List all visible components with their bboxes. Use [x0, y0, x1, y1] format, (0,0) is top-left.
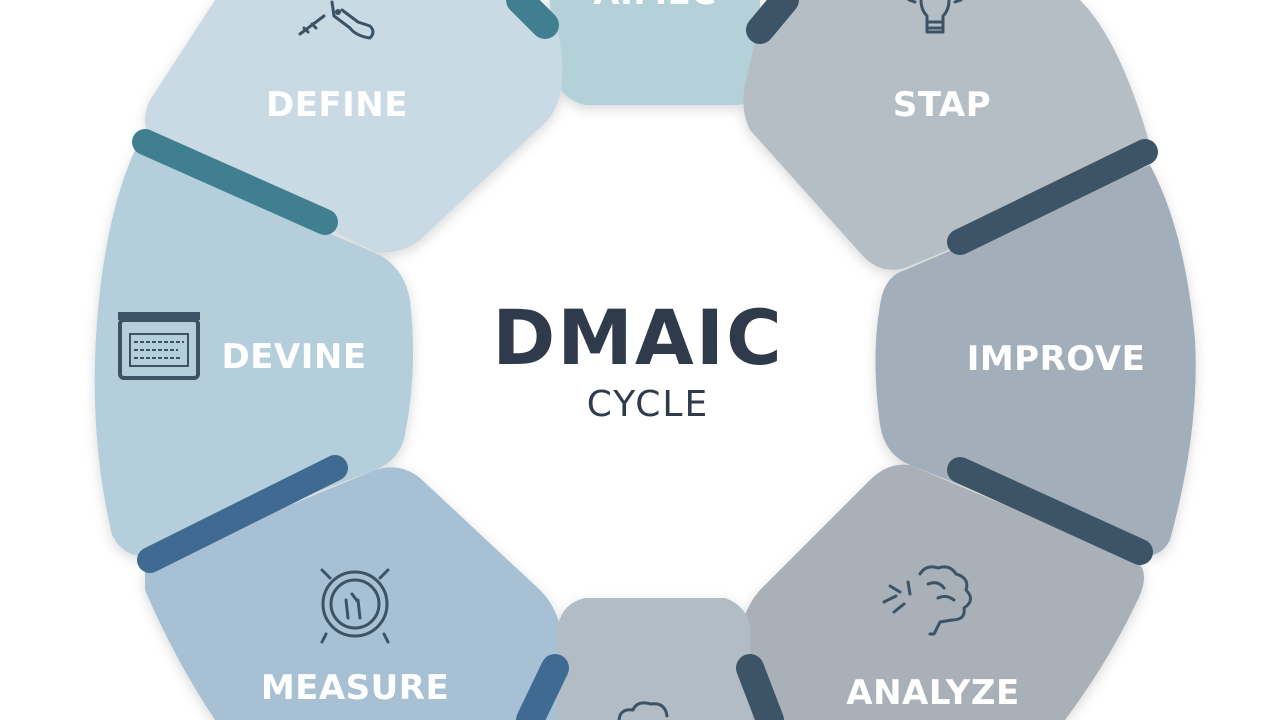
segment-analyze: [740, 464, 1144, 720]
segment-label-analyze: ANALYZE: [846, 673, 1019, 713]
segment-top-label: AIMEC: [593, 0, 716, 13]
stopwatch-icon: [320, 568, 390, 644]
connector-bar: [947, 139, 1158, 255]
connector-bar: [506, 0, 559, 39]
segment-label-measure: MEASURE: [261, 668, 449, 708]
segment-bottom: [556, 598, 752, 720]
connector-bar: [736, 654, 784, 720]
tools-icon: [298, 0, 375, 40]
brain-icon: [882, 565, 972, 636]
connector-bars: [132, 0, 1158, 720]
segment-top: [549, 0, 760, 105]
lightbulb-icon: [907, 0, 963, 34]
connector-bar: [947, 457, 1153, 565]
monitor-icon: [118, 312, 200, 380]
connector-bar: [137, 455, 348, 573]
center-subtitle: CYCLE: [587, 384, 709, 425]
segment-label-define: DEFINE: [266, 85, 408, 125]
connector-bar: [516, 654, 569, 720]
cloud-icon: [617, 701, 669, 720]
segment-label-improve: IMPROVE: [967, 339, 1146, 379]
connector-bar: [132, 129, 338, 235]
center-title: DMAIC: [492, 293, 784, 382]
segment-label-devine: DEVINE: [221, 337, 366, 377]
connector-bar: [746, 0, 799, 44]
segment-devine: [94, 150, 414, 556]
segment-label-stap: STAP: [893, 85, 991, 125]
